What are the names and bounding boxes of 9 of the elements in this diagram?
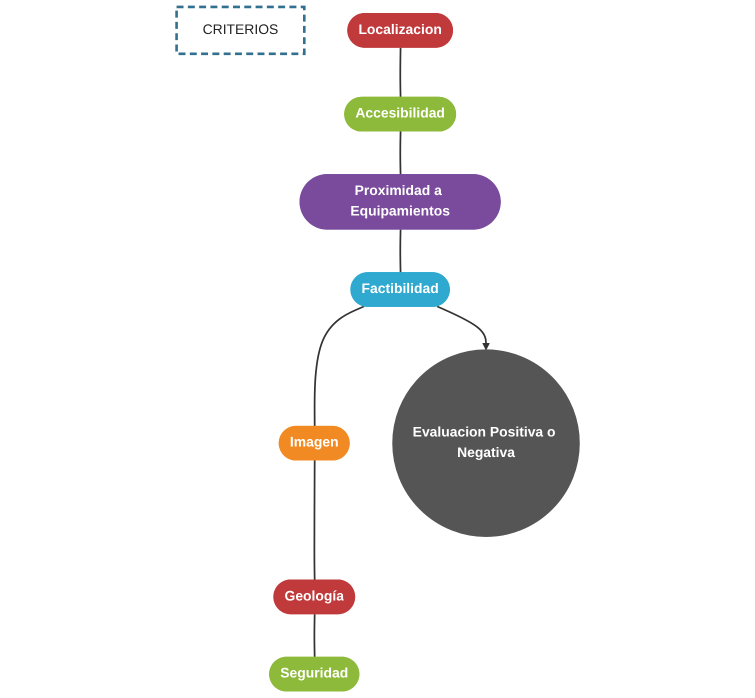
connector [313, 460, 316, 580]
node-circle: Evaluacion Positiva o Negativa [392, 349, 580, 537]
connector [313, 614, 316, 658]
arrow [436, 306, 490, 350]
connector [398, 48, 401, 98]
node-box: CRITERIOS [174, 6, 306, 56]
connector [313, 306, 364, 427]
connector [398, 132, 401, 175]
connector [398, 230, 401, 274]
